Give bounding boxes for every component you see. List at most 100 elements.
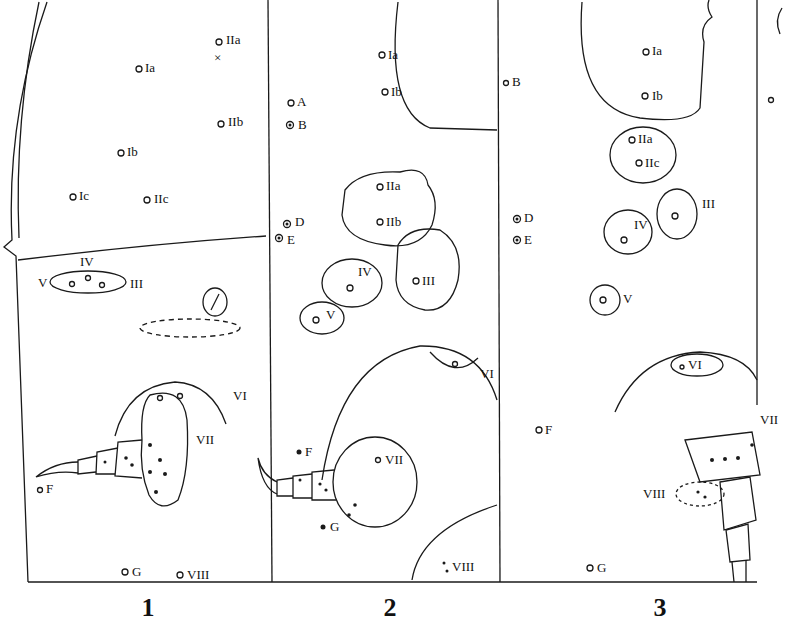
seta-base xyxy=(122,569,128,575)
seta-base xyxy=(158,396,163,401)
seta-dot xyxy=(297,450,302,455)
seta-base xyxy=(178,394,183,399)
seta-label: Ia xyxy=(652,44,662,58)
base-line xyxy=(28,581,757,582)
seta-dot xyxy=(124,456,128,460)
seta-base xyxy=(514,216,521,223)
seta-base xyxy=(136,66,142,72)
seta-label: IV xyxy=(358,265,372,279)
seta-base xyxy=(382,89,388,95)
seta-label: IIb xyxy=(386,215,401,229)
seta-label: G xyxy=(330,520,339,534)
seta-label: III xyxy=(130,277,143,291)
seta-dot xyxy=(446,570,449,573)
seta-base xyxy=(514,237,521,244)
seta-label: × xyxy=(214,51,221,65)
seta-base xyxy=(536,427,542,433)
seta-label: Ib xyxy=(127,145,138,159)
seta-label: A xyxy=(297,95,306,109)
pinaculum xyxy=(396,229,459,310)
seta-label: IV xyxy=(634,218,648,232)
leg-base-arc xyxy=(322,346,497,480)
seta-base xyxy=(288,100,294,106)
seta-label: IIa xyxy=(638,132,652,146)
seta-label: F xyxy=(545,423,552,437)
seta-base xyxy=(680,365,684,369)
leg-base-arc xyxy=(615,352,757,412)
seta-label: Ia xyxy=(388,48,398,62)
seta-base xyxy=(70,282,75,287)
seta-dot xyxy=(516,218,519,221)
seta-label: F xyxy=(46,482,53,496)
seta-base xyxy=(377,184,383,190)
seta-base xyxy=(347,285,353,291)
seta-dot xyxy=(130,463,134,467)
seta-label: VIII xyxy=(187,568,209,582)
seta-base xyxy=(504,81,509,86)
seta-label: VI xyxy=(688,358,702,372)
seta-base xyxy=(600,297,606,303)
seta-dot xyxy=(163,472,167,476)
seta-label: Ia xyxy=(145,61,155,75)
seta-label: VII xyxy=(760,413,778,427)
leg-segment xyxy=(726,524,750,562)
seta-dot xyxy=(148,470,152,474)
seta-base xyxy=(642,93,648,99)
seta-label: VII xyxy=(196,433,214,447)
seta-dot xyxy=(696,490,699,493)
slash-mark xyxy=(211,294,219,310)
seta-dot xyxy=(289,124,292,127)
segment-divider xyxy=(268,0,272,582)
seta-label: III xyxy=(422,274,435,288)
leg-segment xyxy=(312,470,336,500)
seta-label: IIc xyxy=(645,156,659,170)
seta-base xyxy=(38,488,43,493)
seta-base xyxy=(621,237,627,243)
seta-label: V xyxy=(326,308,335,322)
seta-dot xyxy=(736,456,740,460)
seta-base xyxy=(453,362,458,367)
seta-label: Ic xyxy=(79,189,89,203)
leg-segment xyxy=(115,440,142,478)
seta-label: VIII xyxy=(643,487,665,501)
seta-label: G xyxy=(597,561,606,575)
leg-segment xyxy=(293,474,312,498)
seta-dot xyxy=(148,443,152,447)
pinaculum xyxy=(342,170,435,246)
segment-number: 1 xyxy=(142,594,155,622)
segment-divider xyxy=(777,8,782,34)
seta-dot xyxy=(318,482,321,485)
seta-dot xyxy=(347,513,351,517)
seta-base xyxy=(376,458,381,463)
seta-dot xyxy=(154,490,158,494)
seta-dot xyxy=(104,461,107,464)
seta-base xyxy=(216,39,222,45)
seta-label: VII xyxy=(385,453,403,467)
seta-label: Ib xyxy=(391,85,402,99)
seta-base xyxy=(118,150,124,156)
seta-dot xyxy=(158,458,162,462)
seta-label: E xyxy=(287,233,295,247)
seta-base xyxy=(636,160,642,166)
coxa-outline xyxy=(141,393,187,506)
seta-dot xyxy=(710,458,714,462)
leg-claw xyxy=(36,462,78,477)
seta-label: III xyxy=(702,197,715,211)
region-line xyxy=(18,236,266,260)
region-line xyxy=(581,0,712,120)
seta-label: B xyxy=(512,75,521,89)
leg-segment xyxy=(720,477,756,530)
seta-dot xyxy=(286,223,289,226)
seta-label: F xyxy=(305,445,312,459)
body-outline xyxy=(18,2,39,238)
seta-dot xyxy=(516,239,519,242)
leg-segment xyxy=(277,478,293,496)
seta-label: IIa xyxy=(226,33,240,47)
leg-segment xyxy=(96,448,118,474)
leg-segment xyxy=(78,456,97,474)
seta-dot xyxy=(723,457,727,461)
seta-label: D xyxy=(295,215,304,229)
seta-label: VI xyxy=(480,367,494,381)
seta-dot xyxy=(353,503,357,507)
